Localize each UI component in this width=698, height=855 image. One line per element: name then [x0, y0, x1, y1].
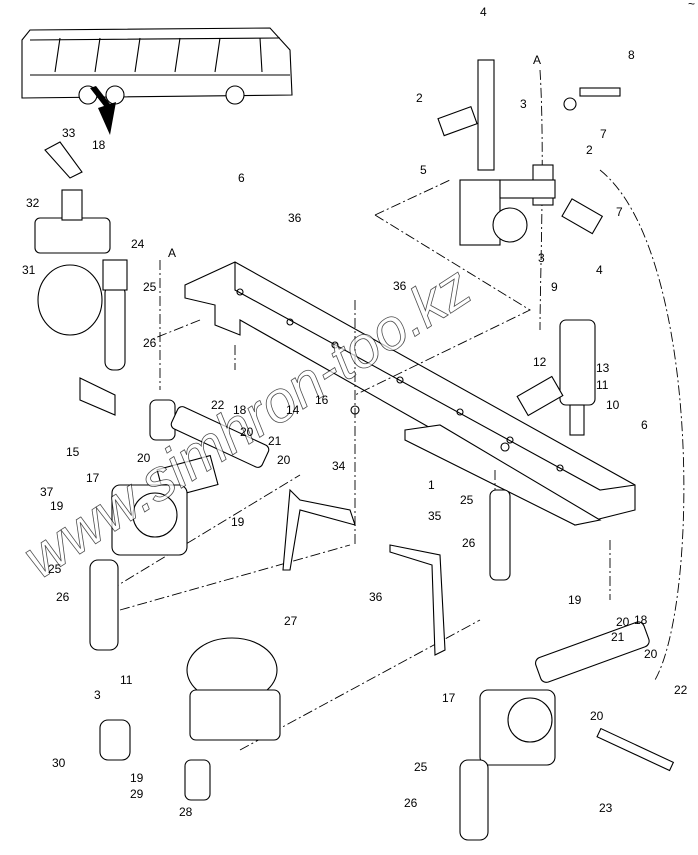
callout-label: 20	[277, 453, 291, 467]
callout-label: 25	[414, 760, 428, 774]
callout-label: 12	[533, 355, 547, 369]
callout-label: 7	[616, 205, 623, 219]
callout-label: 26	[56, 590, 70, 604]
callout-label: 11	[596, 378, 609, 392]
callout-label: 20	[590, 709, 604, 723]
callout-label: 19	[231, 515, 245, 529]
corner-mark: ~	[688, 0, 695, 11]
callout-label: 19	[50, 499, 64, 513]
callout-label: 25	[143, 280, 157, 294]
callout-label: 18	[92, 138, 106, 152]
callout-label: 23	[599, 801, 613, 815]
callout-label: 25	[460, 493, 474, 507]
callout-label: 26	[462, 536, 476, 550]
callout-label: 20	[644, 647, 658, 661]
callout-label: 21	[268, 434, 282, 448]
callout-label: 26	[143, 336, 157, 350]
callout-label: 13	[596, 361, 610, 375]
callout-label: 22	[674, 683, 688, 697]
callout-label: 27	[284, 614, 298, 628]
callout-label: 3	[520, 97, 527, 111]
callout-label: A	[533, 53, 541, 67]
location-arrow-icon	[90, 86, 116, 135]
callout-label: 14	[286, 403, 300, 417]
callout-label: 7	[600, 127, 607, 141]
callout-label: 18	[634, 613, 648, 627]
callout-label: 16	[315, 393, 329, 407]
callout-label: 17	[86, 471, 100, 485]
bus-thumbnail	[21, 27, 293, 135]
callout-label: 6	[238, 171, 245, 185]
callout-label: 5	[420, 163, 427, 177]
callout-label: 28	[179, 805, 193, 819]
brackets-small	[79, 377, 446, 656]
mounting-bracket	[184, 261, 636, 526]
callout-label: 4	[596, 263, 603, 277]
callout-label: 30	[52, 756, 66, 770]
callout-label: 37	[40, 485, 54, 499]
callout-label: 22	[211, 398, 225, 412]
callout-label: 1	[428, 478, 435, 492]
callout-label: 33	[62, 126, 76, 140]
callout-label: 36	[393, 279, 407, 293]
callout-label: 32	[26, 196, 40, 210]
callout-label: 36	[288, 211, 302, 225]
callout-label: 34	[332, 459, 346, 473]
callout-label: 29	[130, 787, 144, 801]
callout-label: 25	[48, 562, 62, 576]
callout-label: 31	[22, 263, 36, 277]
callout-label: 2	[416, 91, 423, 105]
assembly-lines	[109, 69, 685, 751]
callout-label: 3	[538, 251, 545, 265]
callout-label: 18	[233, 403, 247, 417]
valve-top-right	[437, 59, 621, 246]
callout-label: 10	[606, 398, 620, 412]
callout-label: 19	[130, 771, 144, 785]
callout-label: 24	[131, 237, 145, 251]
callout-label: 9	[551, 280, 558, 294]
callout-label: 36	[369, 590, 383, 604]
callout-label: 20	[240, 425, 254, 439]
callout-label: 21	[611, 630, 625, 644]
callout-label: 4	[480, 5, 487, 19]
callout-label: 15	[66, 445, 80, 459]
relay-valve-left	[89, 484, 188, 651]
callout-label: A	[168, 246, 176, 260]
air-dryer-top-left	[34, 141, 128, 371]
callout-label: 6	[641, 418, 648, 432]
callout-label: 20	[616, 615, 630, 629]
callout-label: 3	[94, 688, 101, 702]
callout-label: 11	[120, 673, 133, 687]
callout-label: 2	[586, 143, 593, 157]
callout-label: 17	[442, 691, 456, 705]
callout-label: 20	[137, 451, 151, 465]
relay-valve-bottom-right	[459, 489, 675, 841]
callout-label: 8	[628, 48, 635, 62]
callout-label: 35	[428, 509, 442, 523]
callout-label: 26	[404, 796, 418, 810]
valve-bottom-center	[99, 637, 281, 801]
callout-label: 19	[568, 593, 582, 607]
